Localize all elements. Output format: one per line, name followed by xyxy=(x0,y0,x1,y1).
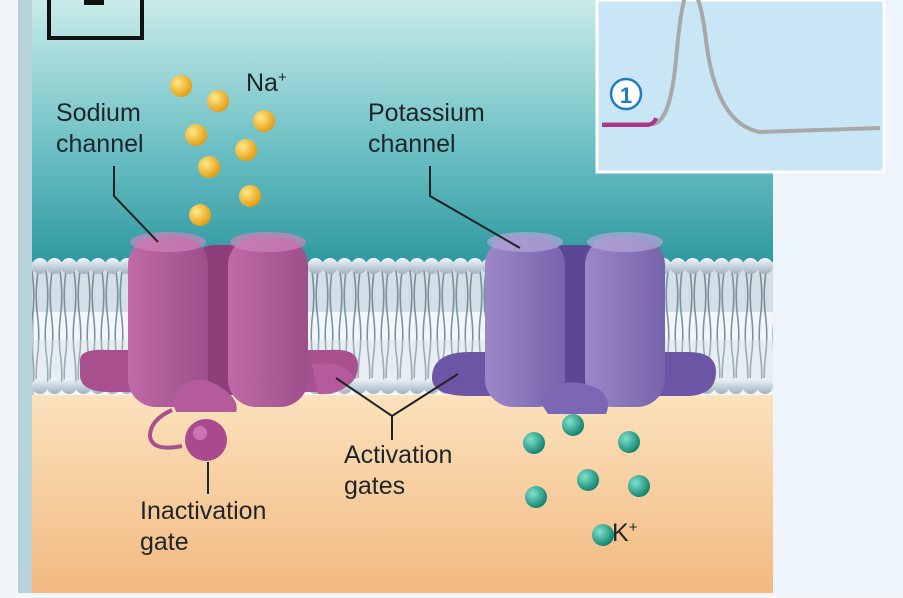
sodium-ion xyxy=(185,124,207,146)
phospholipid-head xyxy=(409,378,425,394)
phospholipid-head xyxy=(336,258,353,274)
phospholipid-head xyxy=(438,258,454,274)
phospholipid-head xyxy=(75,258,92,274)
phospholipid-head xyxy=(32,258,48,274)
phospholipid-head xyxy=(699,258,715,274)
sodium-channel xyxy=(80,232,358,461)
phospholipid-head xyxy=(467,258,483,274)
membrane-potential-trace xyxy=(602,0,881,135)
sodium-ion xyxy=(235,139,257,161)
inactivation-gate-tether xyxy=(147,408,183,450)
sodium-ion-symbol: Na xyxy=(246,69,278,97)
phospholipid-head xyxy=(104,258,121,274)
phospholipid-head xyxy=(394,258,411,274)
left-edge xyxy=(18,0,34,593)
phospholipid-head xyxy=(61,378,77,394)
cytoplasm xyxy=(32,395,773,593)
inactivation-gate-label: Inactivation gate xyxy=(140,497,267,556)
potassium-channel-leader xyxy=(429,166,521,249)
sodium-channel-label: Sodium channel xyxy=(56,99,144,158)
sodium-ion xyxy=(239,185,261,207)
phospholipid-head xyxy=(713,378,730,394)
potassium-channel xyxy=(432,232,716,414)
sodium-channel-leader xyxy=(113,166,159,243)
potassium-ion-symbol: K xyxy=(612,519,629,547)
phospholipid-head xyxy=(757,378,773,394)
sodium-ion xyxy=(253,110,275,132)
inactivation-gate-ball xyxy=(185,419,227,461)
phospholipid-head xyxy=(380,378,396,394)
phospholipid-head xyxy=(684,258,701,274)
phospholipid-head xyxy=(365,258,382,274)
phospholipid-head xyxy=(423,258,440,274)
sodium-ion xyxy=(170,75,192,97)
potassium-ion xyxy=(592,524,614,546)
sodium-activation-gate xyxy=(172,379,237,412)
phospholipid-head xyxy=(365,378,382,394)
step-box xyxy=(47,0,144,40)
sodium-ion xyxy=(207,90,229,112)
phospholipid-head xyxy=(46,258,63,274)
potassium-ion-label: K+ xyxy=(612,512,637,549)
step-marker-number: 1 xyxy=(620,83,632,108)
activation-gates-label: Activation gates xyxy=(344,441,453,500)
phospholipid-head xyxy=(742,258,759,274)
sodium-ions xyxy=(170,75,275,226)
phospholipid-head xyxy=(728,258,744,274)
phospholipid-head xyxy=(742,378,759,394)
potassium-ion xyxy=(562,414,584,436)
potassium-ion xyxy=(525,486,547,508)
leader-lines xyxy=(113,166,521,494)
sodium-ion xyxy=(189,204,211,226)
potassium-ion xyxy=(618,431,640,453)
potassium-ion xyxy=(577,469,599,491)
potassium-ion xyxy=(628,475,650,497)
sodium-ion-charge: + xyxy=(277,69,287,86)
phospholipid-head xyxy=(322,258,338,274)
phospholipid-head xyxy=(32,378,48,394)
potassium-activation-gate xyxy=(540,382,608,414)
phospholipid-head xyxy=(409,258,425,274)
phospholipid-head xyxy=(670,258,686,274)
phospholipid-head xyxy=(90,258,106,274)
phospholipid-head xyxy=(61,258,77,274)
potassium-channel-label: Potassium channel xyxy=(368,99,485,158)
phospholipid-head xyxy=(394,378,411,394)
resting-potential-segment xyxy=(602,117,658,127)
phospholipid-head xyxy=(307,258,324,274)
potassium-ion-charge: + xyxy=(628,519,638,536)
step-marker-circle xyxy=(609,77,643,111)
sodium-ion xyxy=(198,156,220,178)
sodium-ion-label: Na+ xyxy=(246,62,287,99)
phospholipid-head xyxy=(713,258,730,274)
phospholipid-head xyxy=(380,258,396,274)
phospholipid-head xyxy=(757,258,773,274)
action-potential-inset: 1 xyxy=(595,0,886,174)
phospholipid-head xyxy=(452,258,469,274)
phospholipid-head xyxy=(351,258,367,274)
potassium-ions xyxy=(523,414,650,546)
phospholipid-head xyxy=(46,378,63,394)
potassium-ion xyxy=(523,432,545,454)
phospholipid-head xyxy=(728,378,744,394)
